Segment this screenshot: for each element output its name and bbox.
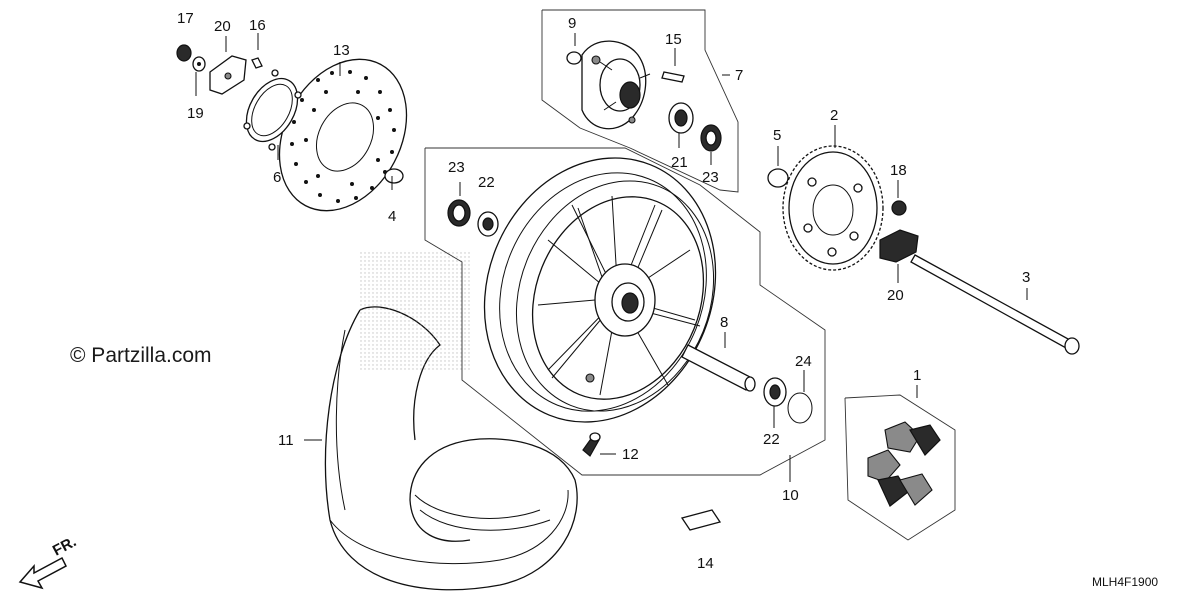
callout-6: 6 [273,169,281,186]
plate-20-right[interactable] [879,229,919,263]
callout-20-right: 20 [887,287,904,304]
callout-23-left: 23 [448,159,465,176]
disc-bracket[interactable] [236,69,308,151]
callout-9: 9 [568,15,576,32]
wheel-assembly-boundary [424,147,826,476]
brake-disc[interactable] [254,37,432,233]
bearing-21[interactable] [668,102,694,134]
callout-15: 15 [665,31,682,48]
callout-21: 21 [671,154,688,171]
callout-17: 17 [177,10,194,27]
sprocket[interactable] [782,145,884,271]
front-direction-label: FR. [50,533,79,559]
collar-9[interactable] [566,51,582,65]
callouts: 17 20 16 13 19 6 4 23 22 9 15 7 21 23 5 … [177,10,1030,572]
bolt-16[interactable] [251,57,263,69]
callout-18: 18 [890,162,907,179]
oil-seal-23-right[interactable] [700,124,722,152]
callout-19: 19 [187,105,204,122]
damper-rubbers[interactable] [867,421,941,507]
callout-4: 4 [388,208,396,225]
wheel-rim[interactable] [446,123,755,457]
oil-seal-23-left[interactable] [447,199,471,227]
nut-18[interactable] [891,200,907,216]
axle[interactable] [910,254,1080,355]
diagram-code: MLH4F1900 [1092,575,1158,589]
callout-22-right: 22 [763,431,780,448]
callout-13: 13 [333,42,350,59]
callout-7: 7 [735,67,743,84]
leader-lines [195,33,1028,482]
callout-10: 10 [782,487,799,504]
plate-20-left[interactable] [209,55,247,95]
washer-19[interactable] [192,56,206,72]
callout-22-left: 22 [478,174,495,191]
callout-3: 3 [1022,269,1030,286]
front-direction-arrow-icon [18,556,67,590]
collar-5[interactable] [767,168,789,188]
callout-8: 8 [720,314,728,331]
shading [360,250,470,370]
damper-assembly-boundary [844,394,956,541]
nut-17[interactable] [176,44,192,62]
flange-assembly-boundary [541,9,739,193]
collar-8[interactable] [681,344,756,392]
bearing-22-left[interactable] [477,211,499,237]
o-ring-24[interactable] [787,392,813,424]
valve-stem[interactable] [582,432,601,457]
final-driven-flange[interactable] [581,40,651,130]
callout-20: 20 [214,18,231,35]
balance-weight[interactable] [680,509,722,531]
callout-24: 24 [795,353,812,370]
callout-11: 11 [278,432,294,449]
callout-14: 14 [697,555,714,572]
stud-15[interactable] [661,71,685,83]
callout-12: 12 [622,446,639,463]
callout-2: 2 [830,107,838,124]
collar-4[interactable] [384,168,404,184]
callout-16: 16 [249,17,266,34]
callout-5: 5 [773,127,781,144]
bearing-22-right[interactable] [763,377,787,407]
callout-23-right: 23 [702,169,719,186]
watermark: © Partzilla.com [70,344,212,367]
callout-1: 1 [913,367,921,384]
